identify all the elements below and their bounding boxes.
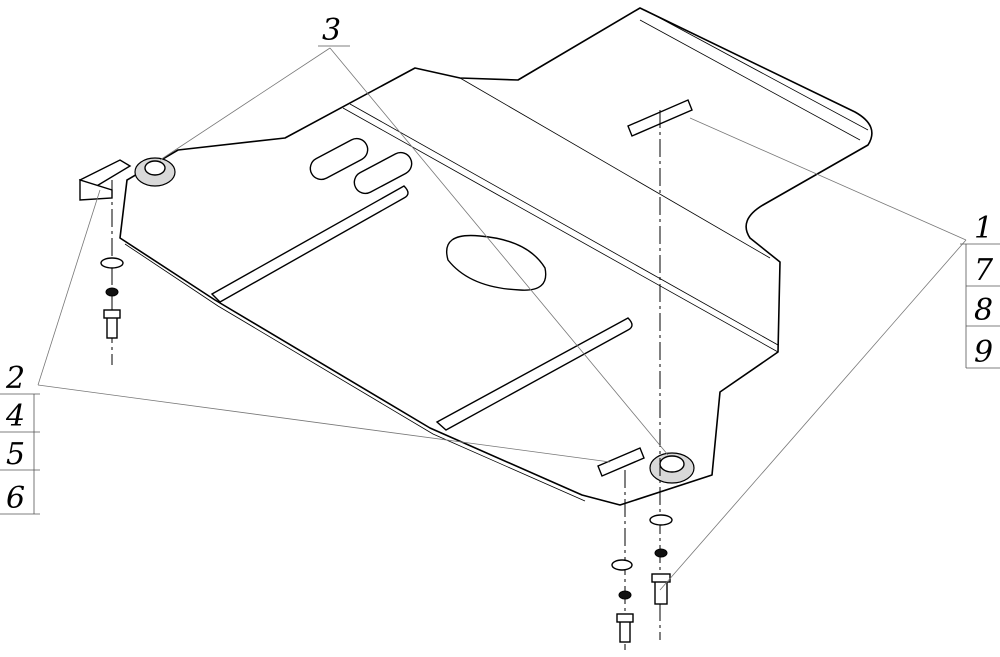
fastener-stack-left [100,257,124,339]
callout-label: 4 [5,399,25,434]
bracket-right-bottom [597,447,645,477]
callout-label: 7 [974,253,994,288]
callout-label: 2 [5,361,25,396]
callout-group-left: 2 4 5 6 [0,361,40,516]
callout-label: 5 [6,437,25,472]
callout-label: 8 [974,293,993,328]
fastener-stack-right [611,514,673,643]
skid-plate [119,7,873,506]
callout-label: 9 [974,335,993,370]
callout-label: 3 [322,13,341,48]
callout-3: 3 [318,13,350,48]
callout-label: 1 [974,211,993,246]
callout-group-right: 1 7 8 9 [960,211,1000,370]
bracket-left [78,159,132,201]
leader-lines [37,47,967,591]
callout-label: 6 [6,481,25,516]
